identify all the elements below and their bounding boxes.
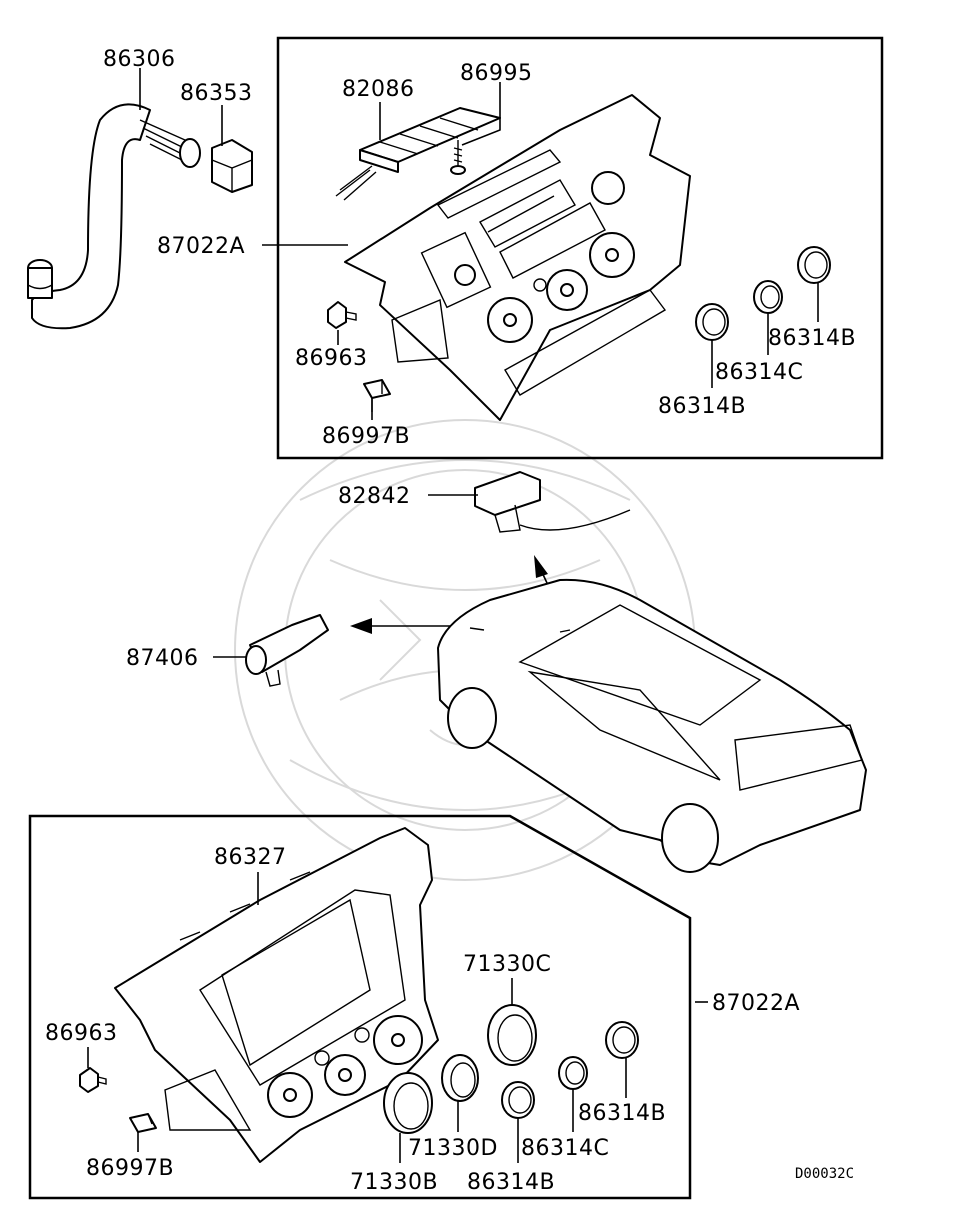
label-86963-bottom: 86963 — [45, 1021, 118, 1046]
label-87406: 87406 — [126, 646, 199, 671]
knob-86314C-top — [753, 280, 783, 314]
label-86327: 86327 — [214, 845, 287, 870]
label-87022A-top: 87022A — [157, 234, 245, 259]
screw-86995 — [450, 82, 501, 175]
label-86314B-top-right: 86314B — [768, 326, 856, 351]
knob-86314B-top-right — [797, 246, 831, 284]
label-71330C: 71330C — [463, 952, 551, 977]
label-86314B-top-left: 86314B — [658, 394, 746, 419]
label-86997B-top: 86997B — [322, 424, 410, 449]
label-86306: 86306 — [103, 47, 176, 72]
ac-control-panel-top-87022A — [344, 94, 691, 421]
label-86314C-bottom: 86314C — [521, 1136, 609, 1161]
bolt-86963-top — [327, 301, 357, 329]
label-86353: 86353 — [180, 81, 253, 106]
knob-71330D — [441, 1054, 479, 1102]
label-86314B-bottom-left: 86314B — [467, 1170, 555, 1195]
knob-71330B — [383, 1072, 433, 1134]
knob-86314C-bottom — [558, 1056, 588, 1090]
label-82086: 82086 — [342, 77, 415, 102]
bottom-assembly-frame — [28, 814, 692, 1200]
label-86314C-top: 86314C — [715, 360, 803, 385]
sensor-82842 — [474, 471, 631, 533]
label-86995: 86995 — [460, 61, 533, 86]
clip-86353 — [211, 139, 253, 193]
label-86963-top: 86963 — [295, 346, 368, 371]
diagram-code: D00032C — [795, 1166, 854, 1182]
label-82842: 82842 — [338, 484, 411, 509]
hose-86306 — [27, 103, 201, 330]
label-71330B: 71330B — [350, 1170, 438, 1195]
bolt-86963-bottom — [79, 1067, 107, 1093]
sensor-87406 — [245, 614, 329, 687]
clip-86997B-bottom — [129, 1113, 157, 1133]
label-86997B-bottom: 86997B — [86, 1156, 174, 1181]
knob-86314B-bottom-right — [605, 1021, 639, 1059]
knob-86314B-top-left — [695, 303, 729, 341]
label-71330D: 71330D — [408, 1136, 498, 1161]
knob-86314B-bottom-left — [501, 1081, 535, 1119]
label-87022A-bottom: 87022A — [712, 991, 800, 1016]
knob-71330C — [487, 1004, 537, 1066]
vehicle-outline — [437, 578, 867, 873]
top-assembly-frame — [276, 36, 884, 460]
label-86314B-bottom-right: 86314B — [578, 1101, 666, 1126]
ac-control-panel-bottom-87022A — [114, 827, 439, 1163]
clip-86997B-top — [363, 379, 391, 412]
